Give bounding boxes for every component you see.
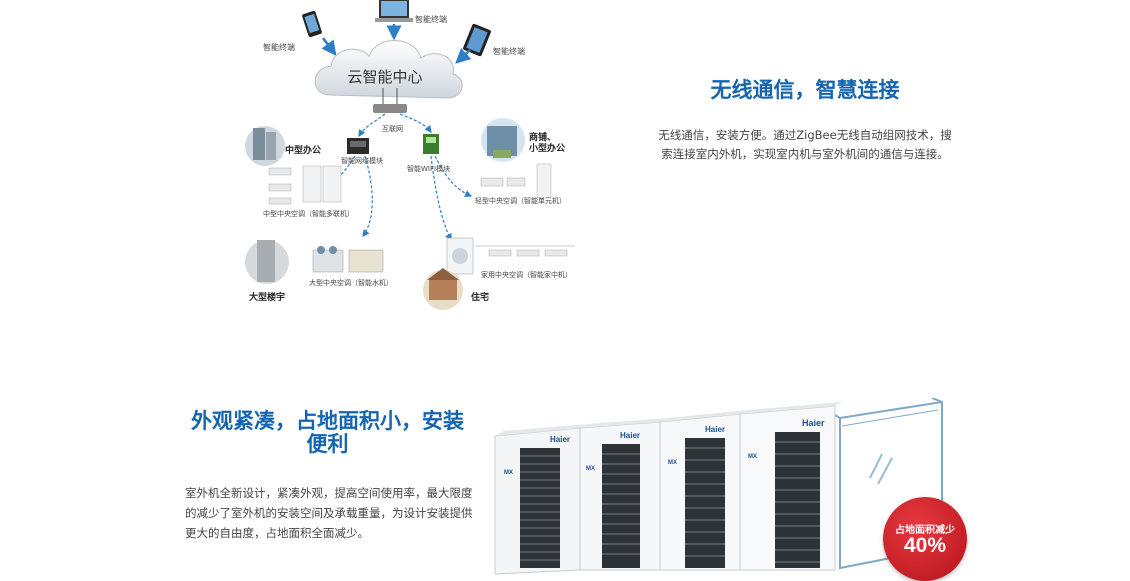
outdoor-unit-4	[739, 402, 842, 571]
brand-mark-1: Haier	[550, 435, 570, 444]
model-mark-3: MX	[668, 460, 677, 466]
model-mark-1: MX	[504, 470, 513, 476]
cloud-label: 云智能中心	[347, 68, 422, 86]
shop-label: 商铺、 小型办公	[529, 133, 566, 154]
section2-description: 室外机全新设计，紧凑外观，提高空间使用率，最大限度的减少了室外机的安装空间及承载…	[185, 486, 473, 540]
network-diagram: 云智能中心	[235, 0, 595, 320]
light-unit-label: 轻型中央空调（智能单元机）	[475, 197, 566, 205]
cloud-icon	[314, 40, 463, 99]
router-icon	[373, 88, 407, 113]
badge-text: 占地面积减少	[895, 525, 955, 536]
chiller-units-icon	[312, 246, 384, 273]
terminal-left-label: 智能终端	[263, 43, 295, 52]
shop-building-icon	[481, 118, 525, 162]
brand-mark-3: Haier	[705, 425, 725, 434]
mid-office-label: 中型办公	[285, 146, 322, 156]
outdoor-units-image: Haier Haier Haier Haier MX MX MX MX	[490, 397, 970, 577]
section1-description: 无线通信，安装方便。通过ZigBee无线自动组网技术，搜索连接室内外机，实现室内…	[658, 128, 952, 161]
terminal-right-label: 智能终端	[493, 47, 525, 56]
internet-label: 互联网	[382, 125, 403, 133]
mid-office-unit-label: 中型中央空调（智能多联机）	[263, 210, 354, 218]
brand-mark-2: Haier	[620, 431, 640, 440]
phone-icon	[302, 10, 322, 38]
mid-office-building-icon	[245, 126, 285, 166]
outdoor-unit-2	[579, 418, 668, 571]
residence-icon	[423, 268, 463, 310]
section1-title: 无线通信，智慧连接	[710, 78, 900, 102]
wifi-module-label: 智能WIFI模块	[407, 165, 451, 173]
terminal-top-label: 智能终端	[415, 15, 447, 24]
badge-percent: 40%	[903, 534, 947, 557]
network-diagram-graphic: 云智能中心	[245, 0, 575, 310]
brand-mark-4: Haier	[802, 418, 825, 428]
laptop-icon	[375, 0, 413, 22]
home-unit-label: 家用中央空调（智能家中机）	[481, 271, 572, 279]
outdoor-unit-3	[659, 410, 748, 571]
home-units-icon	[446, 237, 575, 275]
outdoor-unit-1	[494, 424, 588, 575]
mid-office-units-icon	[268, 165, 342, 205]
big-unit-label: 大型中央空调（智能水机）	[309, 279, 393, 287]
section2-title: 外观紧凑，占地面积小，安装便利	[191, 409, 464, 456]
outdoor-units-graphic: Haier Haier Haier Haier MX MX MX MX	[494, 397, 943, 575]
big-building-icon	[245, 240, 289, 284]
footprint-reduction-badge: 占地面积减少 40%	[883, 497, 967, 581]
wifi-module-icon	[423, 134, 439, 154]
model-mark-2: MX	[586, 466, 595, 472]
residence-label: 住宅	[471, 293, 490, 303]
gateway-module-label: 智能网络模块	[341, 157, 383, 165]
light-units-icon	[480, 163, 552, 199]
gateway-module-icon	[347, 138, 369, 154]
model-mark-4: MX	[748, 454, 757, 460]
big-building-label: 大型楼宇	[249, 293, 286, 303]
